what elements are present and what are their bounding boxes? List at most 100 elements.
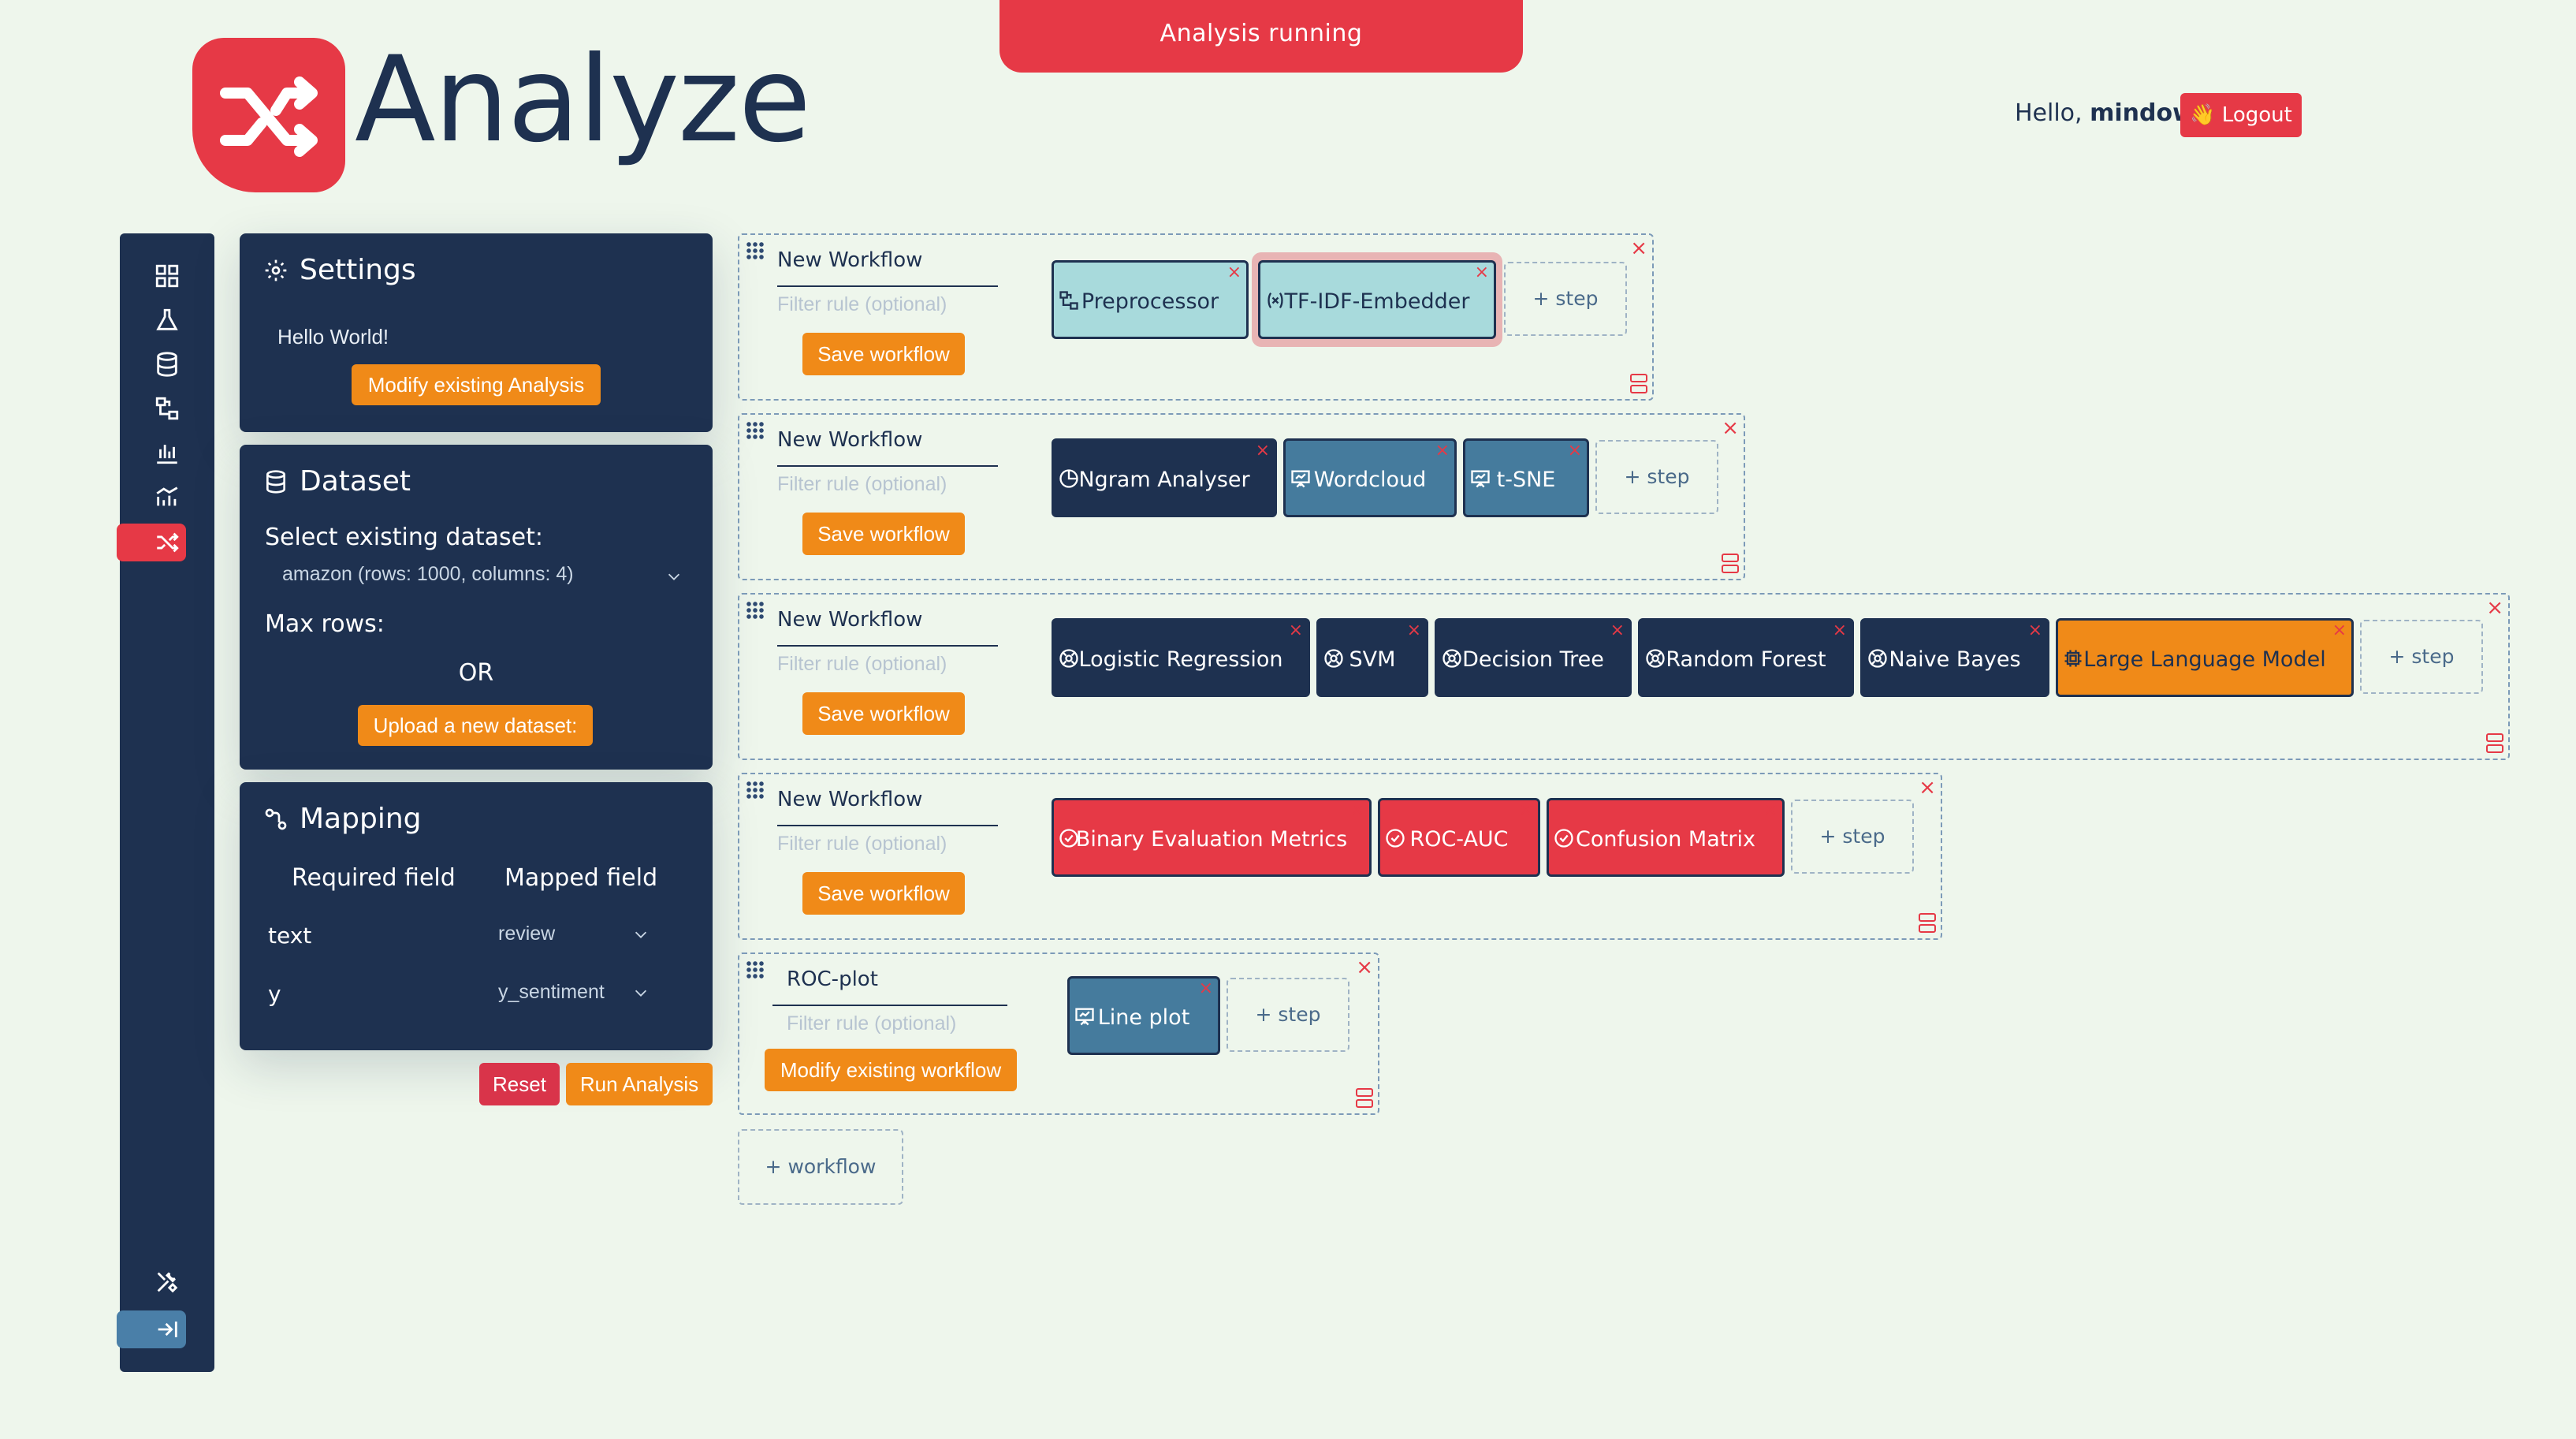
step-naive-bayes[interactable]: Naive Bayes × [1860, 618, 2049, 697]
logo [192, 38, 345, 192]
database-icon[interactable] [150, 347, 184, 382]
filter-rule-input[interactable]: Filter rule (optional) [777, 833, 947, 855]
header-mapped-field: Mapped field [504, 864, 658, 892]
close-icon[interactable]: × [1406, 621, 1421, 640]
add-step-button[interactable]: + step [1504, 262, 1627, 336]
close-icon[interactable]: × [1349, 800, 1364, 820]
drag-handle-icon[interactable] [746, 960, 765, 979]
close-icon[interactable]: × [2486, 596, 2503, 620]
add-step-button[interactable]: + step [1791, 800, 1914, 874]
mapping-icon [265, 808, 287, 829]
workflow-name-input[interactable]: New Workflow [777, 602, 998, 647]
step-large-language-model[interactable]: Large Language Model × [2056, 618, 2354, 697]
drag-handle-icon[interactable] [746, 601, 765, 620]
dataflow-icon[interactable] [150, 391, 184, 426]
workflow-2[interactable]: New Workflow Filter rule (optional) Save… [738, 413, 1745, 580]
step-svm[interactable]: SVM × [1316, 618, 1428, 697]
stack-icon[interactable] [2486, 733, 2505, 755]
add-step-button[interactable]: + step [1227, 978, 1349, 1052]
save-workflow-button[interactable]: Save workflow [802, 513, 965, 555]
shuffle-icon[interactable] [150, 525, 184, 560]
step-label: Binary Evaluation Metrics [1075, 827, 1348, 852]
flask-icon[interactable] [150, 303, 184, 337]
step-confusion-matrix[interactable]: Confusion Matrix × [1547, 798, 1785, 877]
close-icon[interactable]: × [1763, 800, 1778, 820]
step-logistic-regression[interactable]: Logistic Regression × [1052, 618, 1310, 697]
settings-title: Settings [263, 254, 416, 286]
workflow-name-input[interactable]: ROC-plot [772, 962, 1007, 1006]
step-ngram-analyser[interactable]: Ngram Analyser × [1052, 438, 1277, 517]
workflow-name-input[interactable]: New Workflow [777, 243, 998, 287]
step-tfidf-embedder[interactable]: TF-IDF-Embedder × [1258, 260, 1496, 339]
workflow-5[interactable]: ROC-plot Filter rule (optional) Modify e… [738, 952, 1379, 1115]
user-greeting: Hello, mindow [2015, 99, 2194, 127]
mapping-field-y: y [268, 981, 281, 1007]
tools-icon[interactable] [150, 1265, 184, 1299]
step-roc-auc[interactable]: ROC-AUC × [1378, 798, 1540, 877]
collapse-icon[interactable] [150, 1312, 184, 1347]
close-icon[interactable]: × [1435, 441, 1450, 460]
workflow-name-input[interactable]: New Workflow [777, 782, 998, 826]
logout-button[interactable]: 👋 Logout [2180, 93, 2302, 137]
step-binary-evaluation-metrics[interactable]: Binary Evaluation Metrics × [1052, 798, 1372, 877]
filter-rule-input[interactable]: Filter rule (optional) [777, 473, 947, 495]
step-line-plot[interactable]: Line plot × [1067, 976, 1220, 1055]
step-label: ROC-AUC [1409, 827, 1509, 852]
close-icon[interactable]: × [1610, 621, 1625, 640]
upload-dataset-button[interactable]: Upload a new dataset: [358, 705, 593, 746]
reset-button[interactable]: Reset [479, 1063, 560, 1105]
save-workflow-button[interactable]: Save workflow [802, 333, 965, 375]
presentation-icon [1075, 1008, 1094, 1026]
workflow-3[interactable]: New Workflow Filter rule (optional) Save… [738, 593, 2510, 760]
close-icon[interactable]: × [1919, 776, 1936, 800]
step-tsne[interactable]: t-SNE × [1463, 438, 1589, 517]
save-workflow-button[interactable]: Save workflow [802, 872, 965, 915]
step-preprocessor[interactable]: Preprocessor × [1052, 260, 1249, 339]
chevron-down-icon [635, 931, 647, 938]
close-icon[interactable]: × [1356, 956, 1373, 979]
stack-icon[interactable] [1356, 1088, 1375, 1110]
close-icon[interactable]: × [1722, 416, 1739, 440]
drag-handle-icon[interactable] [746, 781, 765, 800]
drag-handle-icon[interactable] [746, 241, 765, 260]
close-icon[interactable]: × [1255, 441, 1270, 460]
mapping-select-text[interactable]: review [498, 923, 656, 951]
bar-chart-icon[interactable] [150, 435, 184, 470]
filter-rule-input[interactable]: Filter rule (optional) [777, 293, 947, 315]
filter-rule-input[interactable]: Filter rule (optional) [777, 653, 947, 675]
modify-analysis-button[interactable]: Modify existing Analysis [352, 364, 601, 405]
filter-rule-input[interactable]: Filter rule (optional) [787, 1012, 957, 1035]
workflow-1[interactable]: New Workflow Filter rule (optional) Save… [738, 233, 1654, 401]
dataset-select[interactable]: amazon (rows: 1000, columns: 4) [282, 563, 692, 595]
save-workflow-button[interactable]: Save workflow [802, 692, 965, 735]
stack-icon[interactable] [1722, 554, 1740, 576]
add-step-button[interactable]: + step [2360, 620, 2483, 694]
workflow-4[interactable]: New Workflow Filter rule (optional) Save… [738, 773, 1942, 940]
step-wordcloud[interactable]: Wordcloud × [1283, 438, 1457, 517]
add-step-button[interactable]: + step [1595, 440, 1718, 514]
modify-workflow-button[interactable]: Modify existing workflow [765, 1049, 1017, 1091]
step-label: Wordcloud [1313, 468, 1427, 492]
step-random-forest[interactable]: Random Forest × [1638, 618, 1854, 697]
close-icon[interactable]: × [1567, 441, 1582, 460]
grid-icon[interactable] [150, 259, 184, 293]
add-workflow-button[interactable]: + workflow [738, 1129, 903, 1205]
close-icon[interactable]: × [1518, 800, 1533, 820]
step-decision-tree[interactable]: Decision Tree × [1435, 618, 1632, 697]
trend-chart-icon[interactable] [150, 479, 184, 514]
close-icon[interactable]: × [1198, 979, 1213, 998]
close-icon[interactable]: × [2332, 621, 2347, 640]
workflow-name-input[interactable]: New Workflow [777, 423, 998, 467]
select-dataset-label: Select existing dataset: [265, 524, 543, 551]
run-analysis-button[interactable]: Run Analysis [566, 1063, 713, 1105]
stack-icon[interactable] [1919, 913, 1938, 935]
close-icon[interactable]: × [1630, 237, 1647, 260]
mapping-select-y[interactable]: y_sentiment [498, 981, 656, 1009]
close-icon[interactable]: × [2027, 621, 2042, 640]
stack-icon[interactable] [1630, 374, 1649, 396]
close-icon[interactable]: × [1227, 263, 1241, 282]
drag-handle-icon[interactable] [746, 421, 765, 440]
close-icon[interactable]: × [1288, 621, 1303, 640]
close-icon[interactable]: × [1474, 263, 1489, 282]
close-icon[interactable]: × [1832, 621, 1847, 640]
